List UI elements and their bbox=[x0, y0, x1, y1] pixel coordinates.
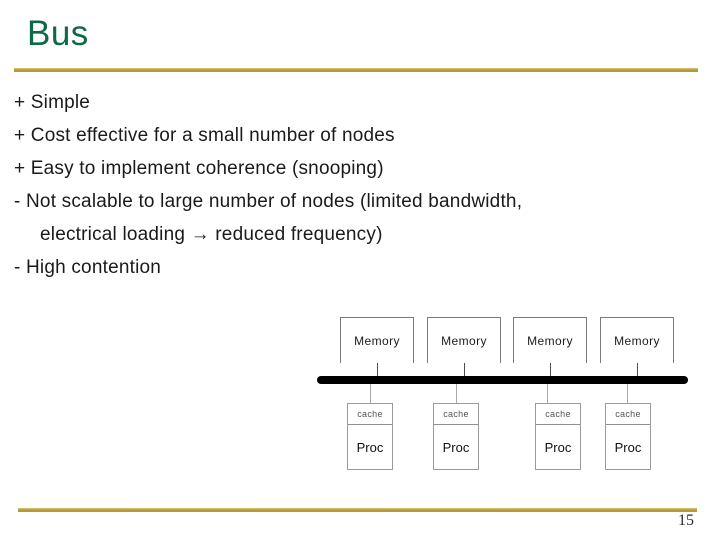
memory-label: Memory bbox=[614, 333, 660, 348]
cache-label: cache bbox=[536, 404, 580, 425]
cache-label: cache bbox=[434, 404, 478, 425]
bus-cache-connector bbox=[627, 384, 628, 403]
bus-bar bbox=[317, 376, 688, 384]
memory-label: Memory bbox=[527, 333, 573, 348]
memory-box: Memory bbox=[513, 317, 587, 363]
memory-bus-connector bbox=[637, 363, 638, 377]
title-underline bbox=[14, 68, 698, 72]
memory-bus-connector bbox=[464, 363, 465, 377]
memory-bus-connector bbox=[550, 363, 551, 377]
memory-box: Memory bbox=[600, 317, 674, 363]
bullet-line: + Easy to implement coherence (snooping) bbox=[14, 158, 384, 179]
memory-box: Memory bbox=[340, 317, 414, 363]
cache-label: cache bbox=[348, 404, 392, 425]
memory-label: Memory bbox=[354, 333, 400, 348]
memory-bus-connector bbox=[377, 363, 378, 377]
processor-node: cache Proc bbox=[605, 403, 651, 470]
bus-cache-connector bbox=[370, 384, 371, 403]
proc-label: Proc bbox=[442, 440, 470, 455]
bullet-list: + Simple + Cost effective for a small nu… bbox=[14, 86, 704, 284]
page-number: 15 bbox=[678, 512, 694, 529]
bullet-line: - Not scalable to large number of nodes … bbox=[14, 191, 523, 212]
proc-label: Proc bbox=[544, 440, 572, 455]
bullet-line: + Cost effective for a small number of n… bbox=[14, 125, 395, 146]
memory-box: Memory bbox=[427, 317, 501, 363]
bullet-line-wrapped: electrical loading → reduced frequency) bbox=[40, 224, 383, 245]
cache-label: cache bbox=[606, 404, 650, 425]
processor-node: cache Proc bbox=[347, 403, 393, 470]
bullet-line: + Simple bbox=[14, 92, 91, 113]
proc-label: Proc bbox=[356, 440, 384, 455]
page-title: Bus bbox=[27, 14, 89, 53]
memory-label: Memory bbox=[441, 333, 487, 348]
bus-cache-connector bbox=[547, 384, 548, 403]
processor-node: cache Proc bbox=[433, 403, 479, 470]
bullet-line: - High contention bbox=[14, 257, 162, 278]
proc-label: Proc bbox=[614, 440, 642, 455]
footer-line bbox=[18, 508, 697, 512]
bus-cache-connector bbox=[456, 384, 457, 403]
processor-node: cache Proc bbox=[535, 403, 581, 470]
